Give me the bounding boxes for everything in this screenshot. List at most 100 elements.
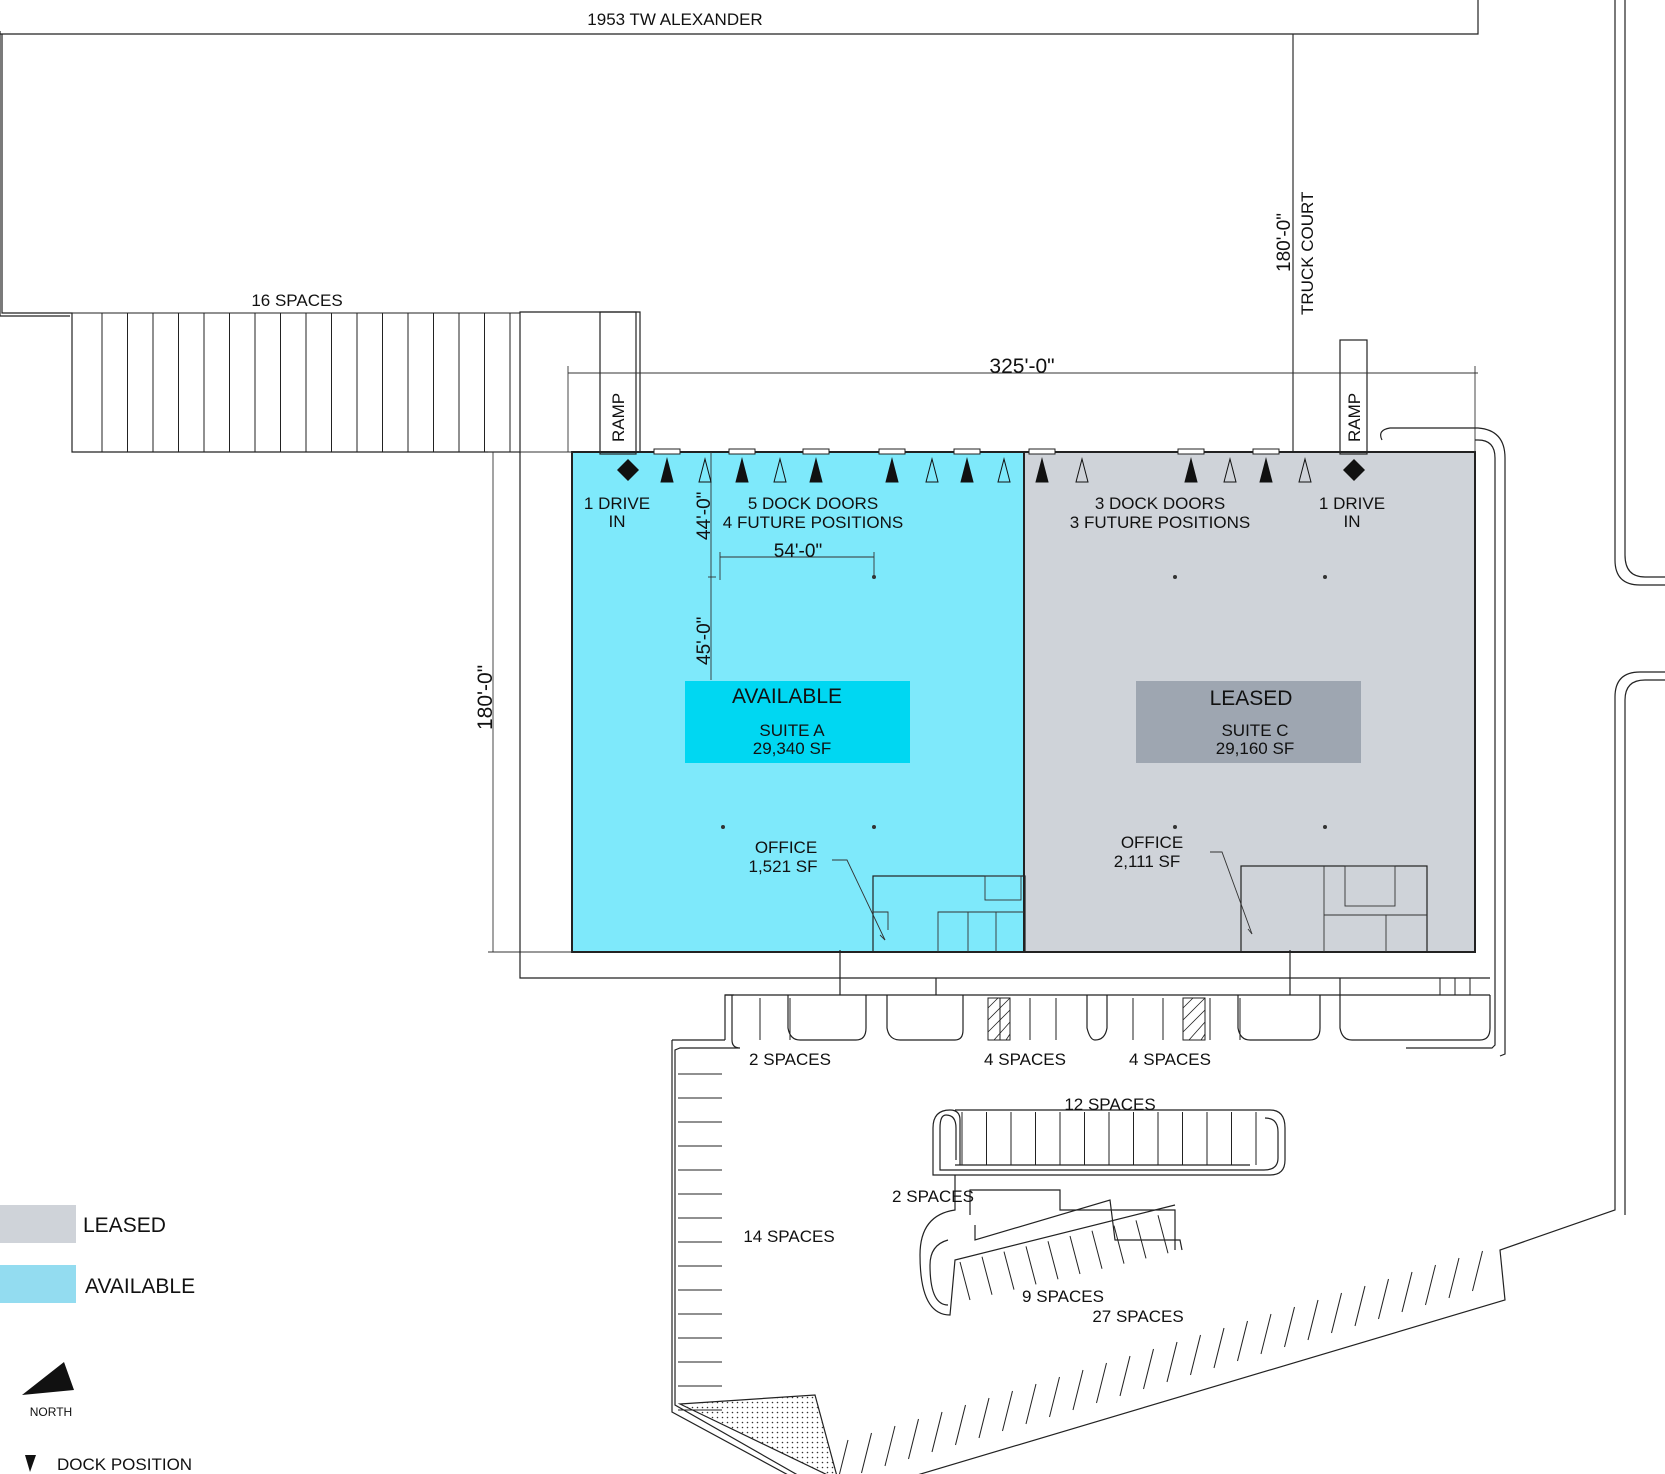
bay-width-dimension: 54'-0" <box>774 541 822 562</box>
legend-leased-label: LEASED <box>83 1214 166 1237</box>
parking-stall-line <box>1354 1285 1366 1327</box>
parking-stall-line <box>1448 1257 1460 1299</box>
future-dock-marker <box>1075 457 1089 483</box>
suite-a-office-area: 1,521 SF <box>749 857 818 876</box>
parking-stall-line <box>1091 1230 1103 1269</box>
parking-label-16: 16 SPACES <box>251 291 342 310</box>
parking-stall-line <box>1425 1264 1436 1306</box>
parking-stall-line <box>1472 1250 1483 1292</box>
dock-door-marker <box>735 457 749 483</box>
parking-label-2-island: 2 SPACES <box>892 1187 974 1206</box>
ramp-label-left: RAMP <box>609 393 628 442</box>
depth-dimension-label: 180'-0" <box>474 665 497 730</box>
dock-door-marker <box>960 457 974 483</box>
parking-stall-line <box>1143 1348 1154 1390</box>
parking-stall-line <box>959 1261 971 1301</box>
parking-stall-line <box>1284 1306 1295 1348</box>
suite-c-drive-in-1: 1 DRIVE <box>1319 494 1385 513</box>
future-dock-marker <box>1298 457 1312 483</box>
parking-stalls-14 <box>678 1073 722 1411</box>
dock-leveler <box>878 448 906 455</box>
parking-label-2-front: 2 SPACES <box>749 1050 831 1069</box>
legend-leased-swatch <box>0 1205 76 1243</box>
suite-c-office-area: 2,111 SF <box>1114 852 1180 871</box>
parking-stall-line <box>1307 1299 1319 1341</box>
parking-stall-line <box>838 1439 849 1474</box>
suite-c-dock-doors: 3 DOCK DOORS <box>1095 494 1225 513</box>
dock-leveler <box>802 448 830 455</box>
suite-c-office <box>1210 851 1428 953</box>
parking-stall-line <box>1331 1292 1342 1334</box>
parking-stall-line <box>1069 1235 1081 1275</box>
parking-stall-line <box>1213 1327 1225 1369</box>
width-dimension-label: 325'-0" <box>989 355 1054 378</box>
ramp-right <box>1339 339 1368 455</box>
parking-island-lower <box>919 1175 1183 1316</box>
accessible-stalls <box>987 997 1206 1041</box>
parking-stall-line <box>861 1432 872 1474</box>
parking-island-upper <box>932 1109 1286 1176</box>
bay-dimension-lines <box>708 452 875 680</box>
suite-a-drive-in-2: IN <box>609 512 626 531</box>
parking-stall-line <box>1166 1341 1178 1383</box>
drive-in-marker-left <box>617 459 639 481</box>
parking-stall-line <box>1119 1355 1131 1397</box>
landscape-island <box>677 1394 837 1474</box>
future-dock-marker <box>1223 457 1237 483</box>
parking-stall-line <box>1190 1334 1201 1376</box>
parking-stall-line <box>1401 1271 1413 1313</box>
north-arrow-icon <box>22 1362 74 1395</box>
truck-court-dimension-label: 180'-0" <box>1274 213 1295 272</box>
future-dock-marker <box>997 457 1011 483</box>
dock-leveler <box>1028 448 1056 455</box>
parking-stall-line <box>1072 1369 1084 1411</box>
suite-a-name: SUITE A <box>759 721 825 740</box>
dock-door-marker <box>885 457 899 483</box>
truck-court-label: TRUCK COURT <box>1298 192 1317 315</box>
bay-dimension-45: 45'-0" <box>694 617 715 665</box>
parking-stall-line <box>1135 1220 1147 1259</box>
parking-stall-line <box>1096 1362 1107 1404</box>
suite-c-future-positions: 3 FUTURE POSITIONS <box>1070 513 1250 532</box>
column-dot <box>1323 575 1327 579</box>
suite-c-status: LEASED <box>1210 687 1293 710</box>
parking-stall-line <box>1002 1390 1013 1432</box>
suite-a-drive-in-1: 1 DRIVE <box>584 494 650 513</box>
future-dock-marker <box>925 457 939 483</box>
suite-c-name: SUITE C <box>1221 721 1288 740</box>
parking-stall-line <box>908 1418 919 1460</box>
suite-a-label-box <box>685 681 910 763</box>
suite-a-office <box>832 859 1026 953</box>
width-dimension-line <box>567 366 1478 452</box>
depth-dimension-line <box>488 451 572 953</box>
suite-a-office-label: OFFICE <box>755 838 817 857</box>
legend-available-label: AVAILABLE <box>85 1275 195 1298</box>
ramp-left <box>599 311 637 455</box>
dock-positions <box>653 448 1312 483</box>
parking-stall-line <box>1025 1246 1037 1285</box>
suite-c-area-label: 29,160 SF <box>1216 739 1294 758</box>
ramp-label-right: RAMP <box>1345 393 1364 442</box>
column-dot <box>721 825 725 829</box>
suite-a-area-label: 29,340 SF <box>753 739 831 758</box>
front-drive <box>519 427 1506 1474</box>
north-label: NORTH <box>30 1405 72 1419</box>
dock-door-marker <box>809 457 823 483</box>
dock-leveler <box>1252 448 1280 455</box>
suite-c-label-box <box>1136 681 1361 763</box>
parking-stall-line <box>1047 1241 1059 1280</box>
parking-stall-line <box>1049 1376 1060 1418</box>
column-grid <box>721 575 1327 829</box>
parking-stall-line <box>1113 1225 1125 1264</box>
column-dot <box>872 825 876 829</box>
dock-leveler <box>953 448 981 455</box>
future-dock-marker <box>773 457 787 483</box>
parking-label-9: 9 SPACES <box>1022 1287 1104 1306</box>
road-label: 1953 TW ALEXANDER <box>587 10 762 29</box>
dock-leveler <box>728 448 756 455</box>
parking-label-4-left: 4 SPACES <box>984 1050 1066 1069</box>
dock-door-marker <box>1184 457 1198 483</box>
legend-available-swatch <box>0 1265 76 1303</box>
suite-a-dock-doors: 5 DOCK DOORS <box>748 494 878 513</box>
